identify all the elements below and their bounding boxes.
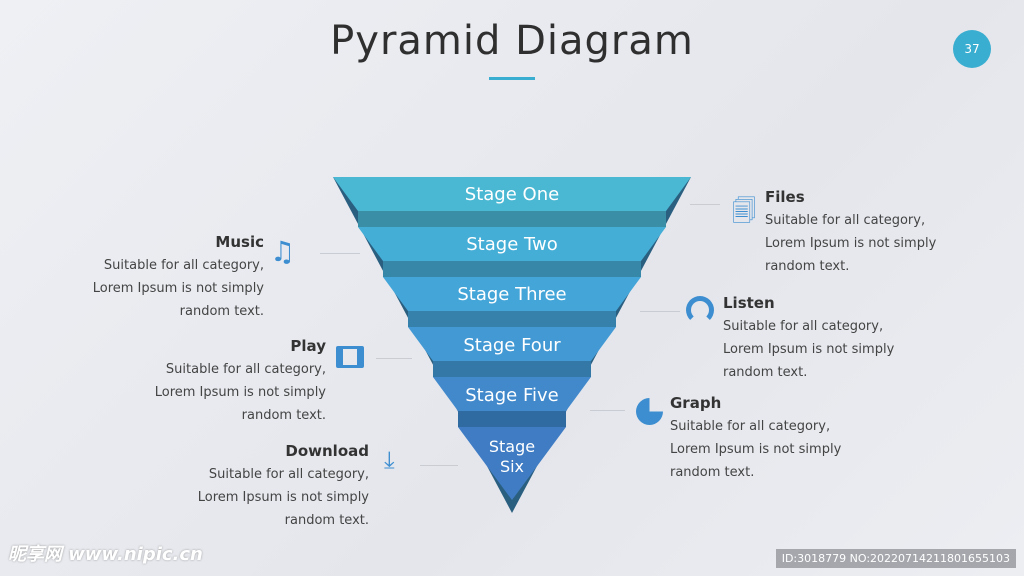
stage-front-face — [458, 427, 566, 500]
item-title: Download — [285, 442, 369, 460]
film-icon — [336, 346, 364, 368]
files-icon: 🗐 — [732, 197, 756, 225]
download-icon: ⤓ — [384, 446, 395, 474]
stage-front-face — [408, 327, 616, 361]
item-text: Lorem Ipsum is not simply — [154, 385, 326, 400]
item-text: random text. — [765, 259, 850, 274]
item-text: Suitable for all category, — [765, 213, 926, 228]
pie-chart-icon — [636, 398, 663, 425]
stage-six-text: Stage Six — [488, 437, 536, 476]
connector-arrow — [376, 358, 412, 359]
stage-label: Stage Six — [482, 437, 542, 477]
item-text: Suitable for all category, — [670, 419, 831, 434]
item-title: Play — [290, 337, 326, 355]
stage-ledge — [458, 411, 566, 427]
stage-ledge — [408, 311, 616, 327]
stage-label: Stage Five — [465, 385, 559, 406]
stage-front-face — [358, 227, 666, 261]
item-text: random text. — [284, 513, 369, 528]
item-text: Lorem Ipsum is not simply — [197, 490, 369, 505]
item-text: Suitable for all category, — [103, 258, 264, 273]
stage-label: Stage Four — [463, 335, 561, 356]
image-id-label: ID:3018779 NO:20220714211801655103 — [775, 549, 1016, 568]
stage-ledge — [433, 361, 591, 377]
item-text: Suitable for all category, — [723, 319, 884, 334]
watermark: 昵享网 www.nipic.cn — [8, 544, 203, 565]
item-text: Lorem Ipsum is not simply — [765, 236, 937, 251]
page-number-badge: 37 — [953, 30, 991, 68]
connector-arrow — [590, 410, 625, 411]
item-title: Graph — [670, 394, 722, 412]
stage-ledge — [383, 261, 641, 277]
connector-arrow — [320, 253, 360, 254]
stage-front-face — [333, 177, 691, 211]
stage-ledge — [358, 211, 666, 227]
page-title: Pyramid Diagram — [330, 18, 694, 64]
stage-front-face — [433, 377, 591, 411]
stage-label: Stage Three — [457, 284, 567, 305]
item-title: Music — [215, 233, 264, 251]
item-title: Files — [765, 188, 805, 206]
item-text: random text. — [723, 365, 808, 380]
item-text: random text. — [241, 408, 326, 423]
item-text: random text. — [670, 465, 755, 480]
item-text: Lorem Ipsum is not simply — [723, 342, 895, 357]
item-text: Lorem Ipsum is not simply — [92, 281, 264, 296]
stage-label: Stage One — [464, 184, 560, 205]
connector-arrow — [690, 204, 720, 205]
item-text: Suitable for all category, — [208, 467, 369, 482]
connector-arrow — [640, 311, 680, 312]
item-text: random text. — [179, 304, 264, 319]
stage-front-face — [383, 277, 641, 311]
item-text: Lorem Ipsum is not simply — [670, 442, 842, 457]
item-text: Suitable for all category, — [165, 362, 326, 377]
connector-arrow — [420, 465, 458, 466]
music-note-icon: ♫ — [270, 235, 296, 268]
stage-label: Stage Two — [466, 234, 558, 255]
item-title: Listen — [723, 294, 775, 312]
title-underline — [489, 77, 535, 80]
headphones-icon — [686, 296, 714, 324]
